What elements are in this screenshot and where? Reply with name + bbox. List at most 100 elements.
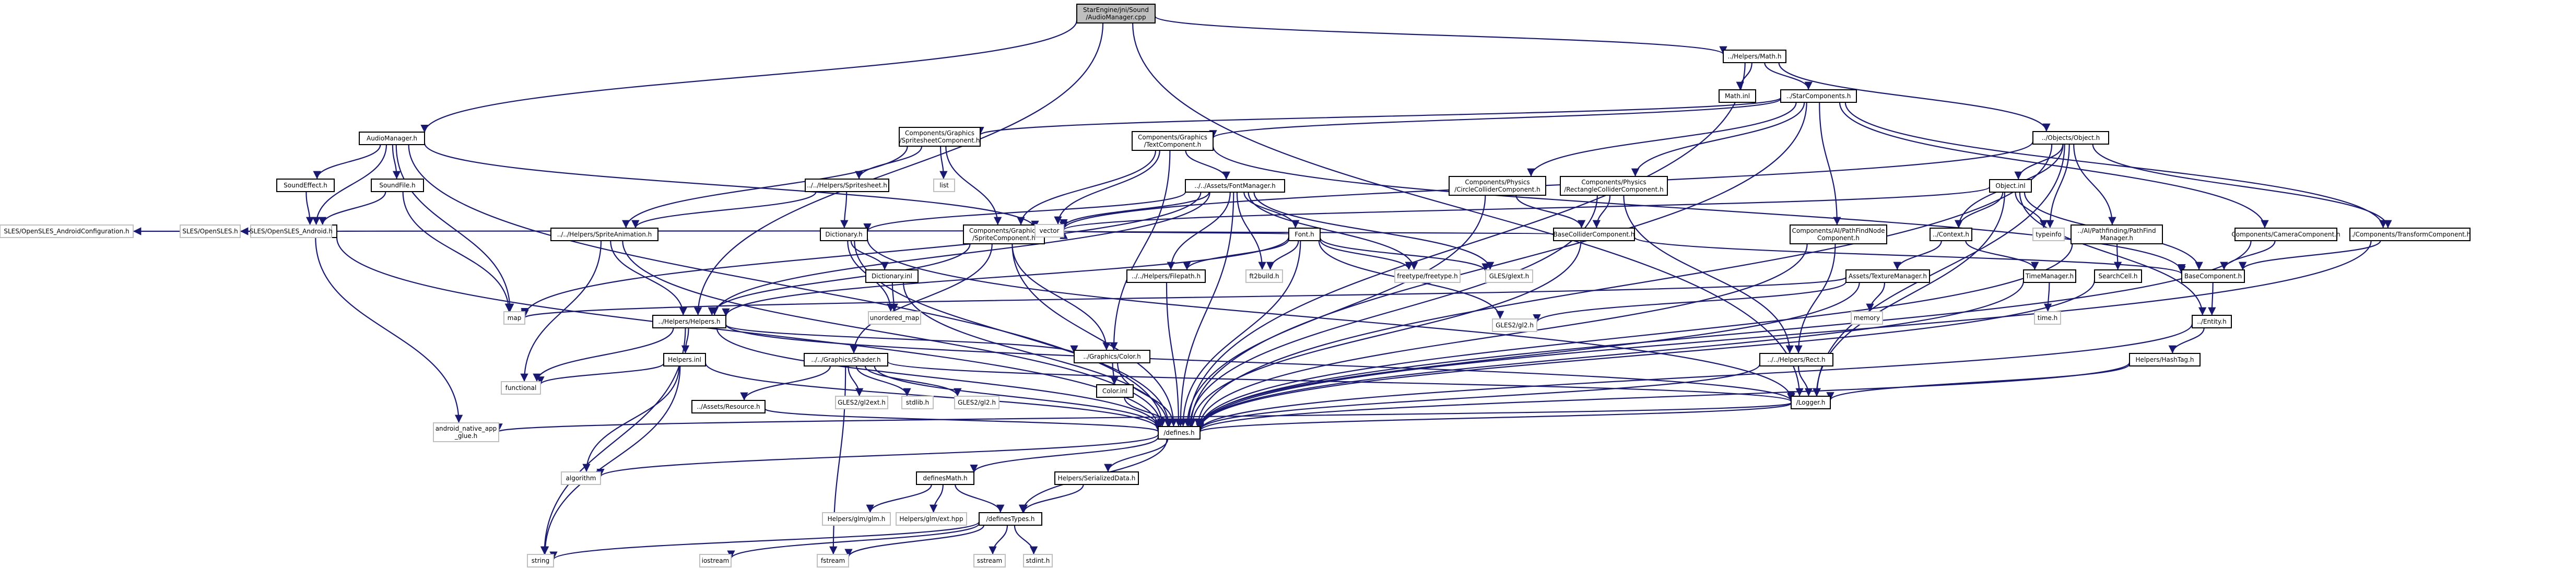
graph-node-object-inl[interactable]: Object.inl (1989, 179, 2032, 193)
graph-node-basecomponent-h[interactable]: BaseComponent.h (2181, 269, 2245, 283)
graph-node-context-h[interactable]: ../Context.h (1930, 228, 1972, 241)
graph-node-filepath-h[interactable]: ../../Helpers/Filepath.h (1126, 269, 1206, 283)
node-label: ../../Assets/FontManager.h (1194, 182, 1275, 190)
graph-node-helpers-inl[interactable]: Helpers.inl (663, 353, 706, 366)
edge-color_inl-to-defines_h (1124, 397, 1174, 427)
node-box (973, 554, 1006, 567)
graph-node-helpers-h[interactable]: ../Helpers/Helpers.h (652, 315, 726, 328)
node-box (663, 353, 706, 366)
edge-transformcomp_h-to-basecomponent_h (2239, 240, 2381, 270)
node-label: GLES2/gl2.h (1496, 322, 1534, 329)
graph-node-hashtag-h[interactable]: Helpers/HashTag.h (2129, 353, 2201, 366)
graph-node-root[interactable]: StarEngine/jni/Sound/AudioManager.cpp (1076, 4, 1156, 23)
graph-node-sprite-comp-h[interactable]: Components/Graphics/SpriteComponent.h (963, 224, 1045, 244)
node-label: functional (505, 384, 537, 392)
graph-node-freetype-h: freetype/freetype.h (1394, 269, 1461, 283)
edge-fontmanager_h-to-freetype_h (1248, 192, 1418, 270)
graph-node-spriteanimation-h[interactable]: ../../Helpers/SpriteAnimation.h (550, 228, 658, 241)
edge-soundfile_h-to-basesound_h (318, 191, 386, 226)
node-box (550, 228, 658, 241)
edge-object_inl-to-typeinfo (2015, 192, 2048, 229)
edge-rectcollider_h-to-basecollider_h (1592, 195, 1611, 229)
graph-node-transformcomp-h[interactable]: ../Components/TransformComponent.h (2349, 228, 2471, 241)
graph-node-soundfile-h[interactable]: SoundFile.h (371, 179, 424, 192)
graph-node-algorithm: algorithm (561, 471, 601, 485)
graph-node-definesmath-h[interactable]: definesMath.h (916, 471, 974, 485)
edge-helpers_h-to-defines_h (716, 327, 1162, 428)
graph-node-basecollider-h[interactable]: BaseColliderComponent.h (1553, 228, 1635, 241)
graph-node-circlecollider-h[interactable]: Components/Physics/CircleColliderCompone… (1449, 176, 1546, 196)
graph-node-serializedata-h[interactable]: Helpers/SerializedData.h (1054, 471, 1139, 485)
graph-node-audiomanager-h[interactable]: AudioManager.h (359, 132, 425, 145)
node-label: Helpers/glm/glm.h (828, 515, 886, 523)
edge-object_inl-to-entity_h (2019, 192, 2207, 316)
graph-node-texturemanager-h[interactable]: Assets/TextureManager.h (1845, 269, 1930, 283)
graph-node-timemanager-h[interactable]: TimeManager.h (2023, 269, 2076, 283)
node-box (1185, 179, 1285, 193)
edge-starcomponents_h-to-defines_h (1187, 102, 1807, 427)
node-label: /CircleColliderComponent.h (1454, 186, 1540, 193)
graph-node-rectcollider-h[interactable]: Components/Physics/RectangleColliderComp… (1560, 176, 1668, 196)
node-label: time.h (2038, 314, 2058, 322)
edge-sprite_comp_h-to-color_h (1011, 243, 1111, 351)
graph-node-shader-h[interactable]: ../../Graphics/Shader.h (804, 353, 888, 366)
node-label: /defines.h (1163, 429, 1194, 436)
edge-filepath_h-to-defines_h (1166, 282, 1183, 427)
graph-node-dictionary-inl[interactable]: Dictionary.inl (865, 269, 919, 283)
node-label: GLES2/gl2.h (958, 399, 996, 406)
graph-node-dictionary-h[interactable]: Dictionary.h (820, 228, 868, 241)
graph-node-helpers-spritesheet-h[interactable]: ../../Helpers/Spritesheet.h (805, 179, 889, 192)
node-box (1076, 4, 1156, 23)
edge-definestypes_h-to-fstream (844, 525, 985, 558)
graph-node-cameracomp-h[interactable]: Components/CameraComponent.h (2231, 228, 2340, 241)
edge-spritesheet_comp_h-to-sprite_comp_h (945, 146, 1002, 226)
graph-node-object-h[interactable]: ../Objects/Object.h (2032, 131, 2109, 145)
node-box (1245, 269, 1283, 283)
edge-starcomponents_h-to-pathfindnode_h (1819, 102, 1841, 226)
graph-node-math-inl[interactable]: Math.inl (1719, 89, 1756, 103)
edge-serializedata_h-to-definestypes_h (1019, 484, 1084, 513)
graph-node-rect-h[interactable]: ../../Helpers/Rect.h (1759, 353, 1833, 366)
node-box (501, 381, 541, 395)
edge-text_comp_h-to-vector (1054, 150, 1160, 225)
node-label: Helpers/HashTag.h (2136, 356, 2194, 363)
graph-node-spritesheet-comp-h[interactable]: Components/Graphics/SpritesheetComponent… (899, 127, 981, 147)
node-label: ../../Helpers/Filepath.h (1132, 273, 1201, 280)
graph-node-soundeffect-h[interactable]: SoundEffect.h (276, 179, 335, 192)
edge-shader_h-to-resource_h (740, 365, 831, 401)
edge-texturemanager_h-to-map (521, 277, 1847, 318)
graph-node-android-native-app-glue-h: android_native_app_glue.h (433, 422, 499, 442)
graph-node-starcomponents-h[interactable]: ../StarComponents.h (1780, 89, 1857, 103)
node-box (822, 512, 891, 526)
node-label: freetype/freetype.h (1397, 273, 1457, 280)
node-box (1553, 228, 1635, 241)
node-label: ../../Helpers/Spritesheet.h (807, 182, 887, 189)
graph-node-font-h[interactable]: Font.h (1288, 228, 1321, 241)
graph-node-resource-h[interactable]: ../Assets/Resource.h (691, 400, 766, 413)
node-box (835, 396, 888, 409)
edge-object_h-to-vector (1060, 141, 2034, 230)
graph-node-color-h[interactable]: ../Graphics/Color.h (1074, 350, 1150, 363)
edge-fontmanager_h-to-dictionary_h (863, 192, 1186, 232)
edge-helpers_h-to-color_h (725, 324, 1078, 354)
edge-spriteanimation_h-to-helpers_h (610, 240, 687, 316)
node-box (1492, 318, 1537, 332)
graph-node-stdint-h: stdint.h (1023, 554, 1053, 567)
node-box (2234, 228, 2337, 241)
graph-node-definestypes-h[interactable]: /definesTypes.h (979, 512, 1042, 526)
graph-node-fontmanager-h[interactable]: ../../Assets/FontManager.h (1185, 179, 1285, 193)
graph-node-entity-h[interactable]: ../Entity.h (2192, 315, 2232, 328)
edge-spriteanimation_h-to-functional (520, 240, 602, 382)
graph-node-math-h[interactable]: ../Helpers/Math.h (1723, 50, 1786, 63)
edge-color_h-to-defines_h (1117, 362, 1178, 427)
graph-node-color-inl[interactable]: Color.inl (1096, 384, 1134, 398)
graph-node-logger-h[interactable]: /Logger.h (1791, 396, 1831, 409)
node-label: Components/Graphics (1138, 134, 1207, 141)
node-box (371, 179, 424, 192)
graph-node-searchcell-h[interactable]: SearchCell.h (2094, 269, 2142, 283)
graph-node-text-comp-h[interactable]: Components/Graphics/TextComponent.h (1132, 131, 1214, 151)
edge-font_h-to-filepath_h (1183, 239, 1290, 270)
graph-node-defines-h[interactable]: /defines.h (1158, 426, 1201, 440)
